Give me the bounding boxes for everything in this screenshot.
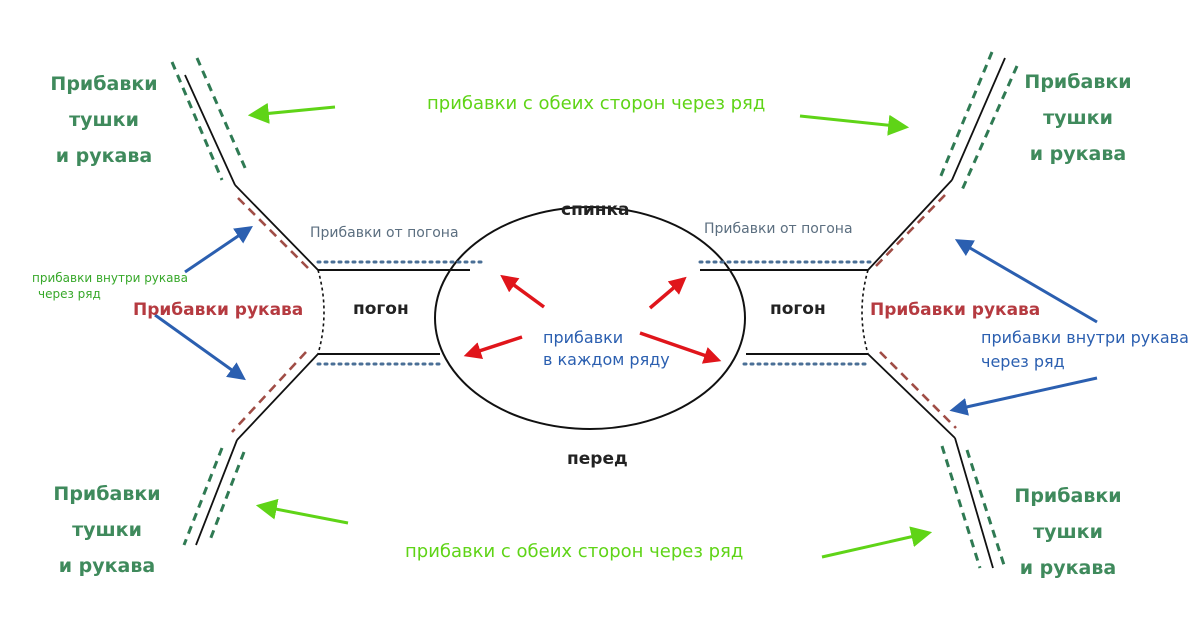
- label-every-row-increases: прибавки в каждом ряду: [543, 328, 670, 369]
- label-sleeve-increases-left: Прибавки рукава: [133, 300, 304, 320]
- label-back: спинка: [561, 200, 630, 220]
- red-arrow-lower-left: [463, 335, 523, 359]
- right-shoulder-strap: [698, 260, 872, 366]
- blue-arrow-right-up: [954, 239, 1098, 324]
- green-arrow-upper-right: [799, 114, 910, 136]
- label-both-sides-top: прибавки с обеих сторон через ряд: [427, 93, 766, 114]
- label-sleeve-increases-right: Прибавки рукава: [870, 300, 1041, 320]
- red-arrow-upper-left: [500, 274, 546, 309]
- green-arrow-lower-left: [255, 498, 349, 525]
- label-inside-sleeve-right: прибавки внутри рукава через ряд: [981, 328, 1189, 371]
- left-shoulder-strap: [316, 260, 488, 366]
- neckline-oval: [434, 206, 746, 430]
- label-body-sleeve-increases-bottom-left: Прибавки тушки и рукава: [53, 483, 161, 577]
- blue-arrow-left-down: [154, 313, 246, 381]
- raglan-lower-right: [867, 351, 1006, 569]
- label-front: перед: [567, 449, 628, 469]
- blue-arrow-right-down: [949, 376, 1098, 416]
- green-arrow-upper-left: [247, 102, 336, 124]
- label-body-sleeve-increases-top-left: Прибавки тушки и рукава: [50, 73, 158, 167]
- label-shoulder-strap-increases-right: Прибавки от погона: [704, 221, 853, 237]
- red-arrow-lower-right: [639, 331, 722, 364]
- label-inside-sleeve-left: прибавки внутри рукава через ряд: [32, 271, 188, 301]
- label-body-sleeve-increases-top-right: Прибавки тушки и рукава: [1024, 71, 1132, 165]
- label-both-sides-bottom: прибавки с обеих сторон через ряд: [405, 541, 744, 562]
- label-shoulder-strap-increases-left: Прибавки от погона: [310, 225, 459, 241]
- red-arrow-upper-right: [648, 276, 687, 310]
- green-arrow-lower-right: [821, 526, 933, 559]
- blue-arrow-left-up: [184, 225, 253, 274]
- raglan-upper-right: [867, 51, 1019, 271]
- raglan-lower-left: [182, 351, 319, 546]
- label-shoulder-strap-left: погон: [353, 299, 409, 319]
- label-body-sleeve-increases-bottom-right: Прибавки тушки и рукава: [1014, 485, 1122, 579]
- label-shoulder-strap-right: погон: [770, 299, 826, 319]
- raglan-upper-left: [170, 57, 319, 273]
